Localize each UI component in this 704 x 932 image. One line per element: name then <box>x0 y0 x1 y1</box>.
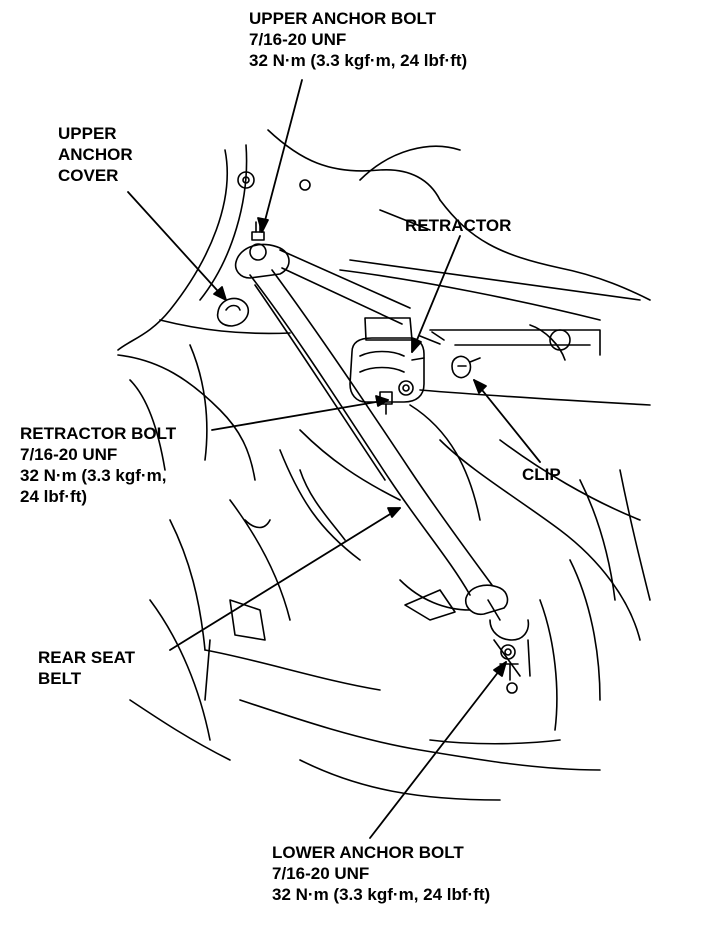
upper-anchor-bolt-label: UPPER ANCHOR BOLT 7/16-20 UNF 32 N·m (3.… <box>249 8 467 71</box>
body-panel-lines <box>117 129 651 801</box>
rear-seat-belt-webbing <box>249 269 493 596</box>
lower-anchor-bolt-label: LOWER ANCHOR BOLT 7/16-20 UNF 32 N·m (3.… <box>272 842 490 905</box>
retractor-bolt-label: RETRACTOR BOLT 7/16-20 UNF 32 N·m (3.3 k… <box>20 423 176 507</box>
upper-anchor-cover-line2: ANCHOR <box>58 145 133 164</box>
retractor-bolt-thread: 7/16-20 UNF <box>20 445 118 464</box>
retractor-name: RETRACTOR <box>405 216 512 235</box>
upper-anchor-bolt-thread: 7/16-20 UNF <box>249 30 347 49</box>
clip <box>451 355 481 379</box>
upper-anchor-bolt-name: UPPER ANCHOR BOLT <box>249 9 436 28</box>
upper-anchor-cover-line3: COVER <box>58 166 119 185</box>
retractor-label: RETRACTOR <box>405 215 511 236</box>
clip-label: CLIP <box>522 464 561 485</box>
lower-anchor-bolt-thread: 7/16-20 UNF <box>272 864 370 883</box>
lower-anchor-bolt-torque: 32 N·m (3.3 kgf·m, 24 lbf·ft) <box>272 885 491 904</box>
lower-anchor-bolt-name: LOWER ANCHOR BOLT <box>272 843 464 862</box>
upper-anchor-cover <box>216 297 250 327</box>
upper-belt-strap <box>279 249 411 325</box>
retractor-bolt-torque-line1: 32 N·m (3.3 kgf·m, <box>20 466 167 485</box>
leader-lines <box>127 79 541 839</box>
clip-name: CLIP <box>522 465 561 484</box>
rear-seat-belt-label: REAR SEAT BELT <box>38 647 135 689</box>
retractor-bolt-torque-line2: 24 lbf·ft) <box>20 487 88 506</box>
upper-anchor-bolt-torque: 32 N·m (3.3 kgf·m, 24 lbf·ft) <box>249 51 468 70</box>
upper-anchor-cover-label: UPPER ANCHOR COVER <box>58 123 133 186</box>
rear-seat-belt-line2: BELT <box>38 669 82 688</box>
upper-anchor-cover-line1: UPPER <box>58 124 117 143</box>
rear-seat-belt-line1: REAR SEAT <box>38 648 135 667</box>
body-holes <box>237 171 518 694</box>
lower-anchor <box>464 584 531 681</box>
retractor-bolt-name: RETRACTOR BOLT <box>20 424 177 443</box>
